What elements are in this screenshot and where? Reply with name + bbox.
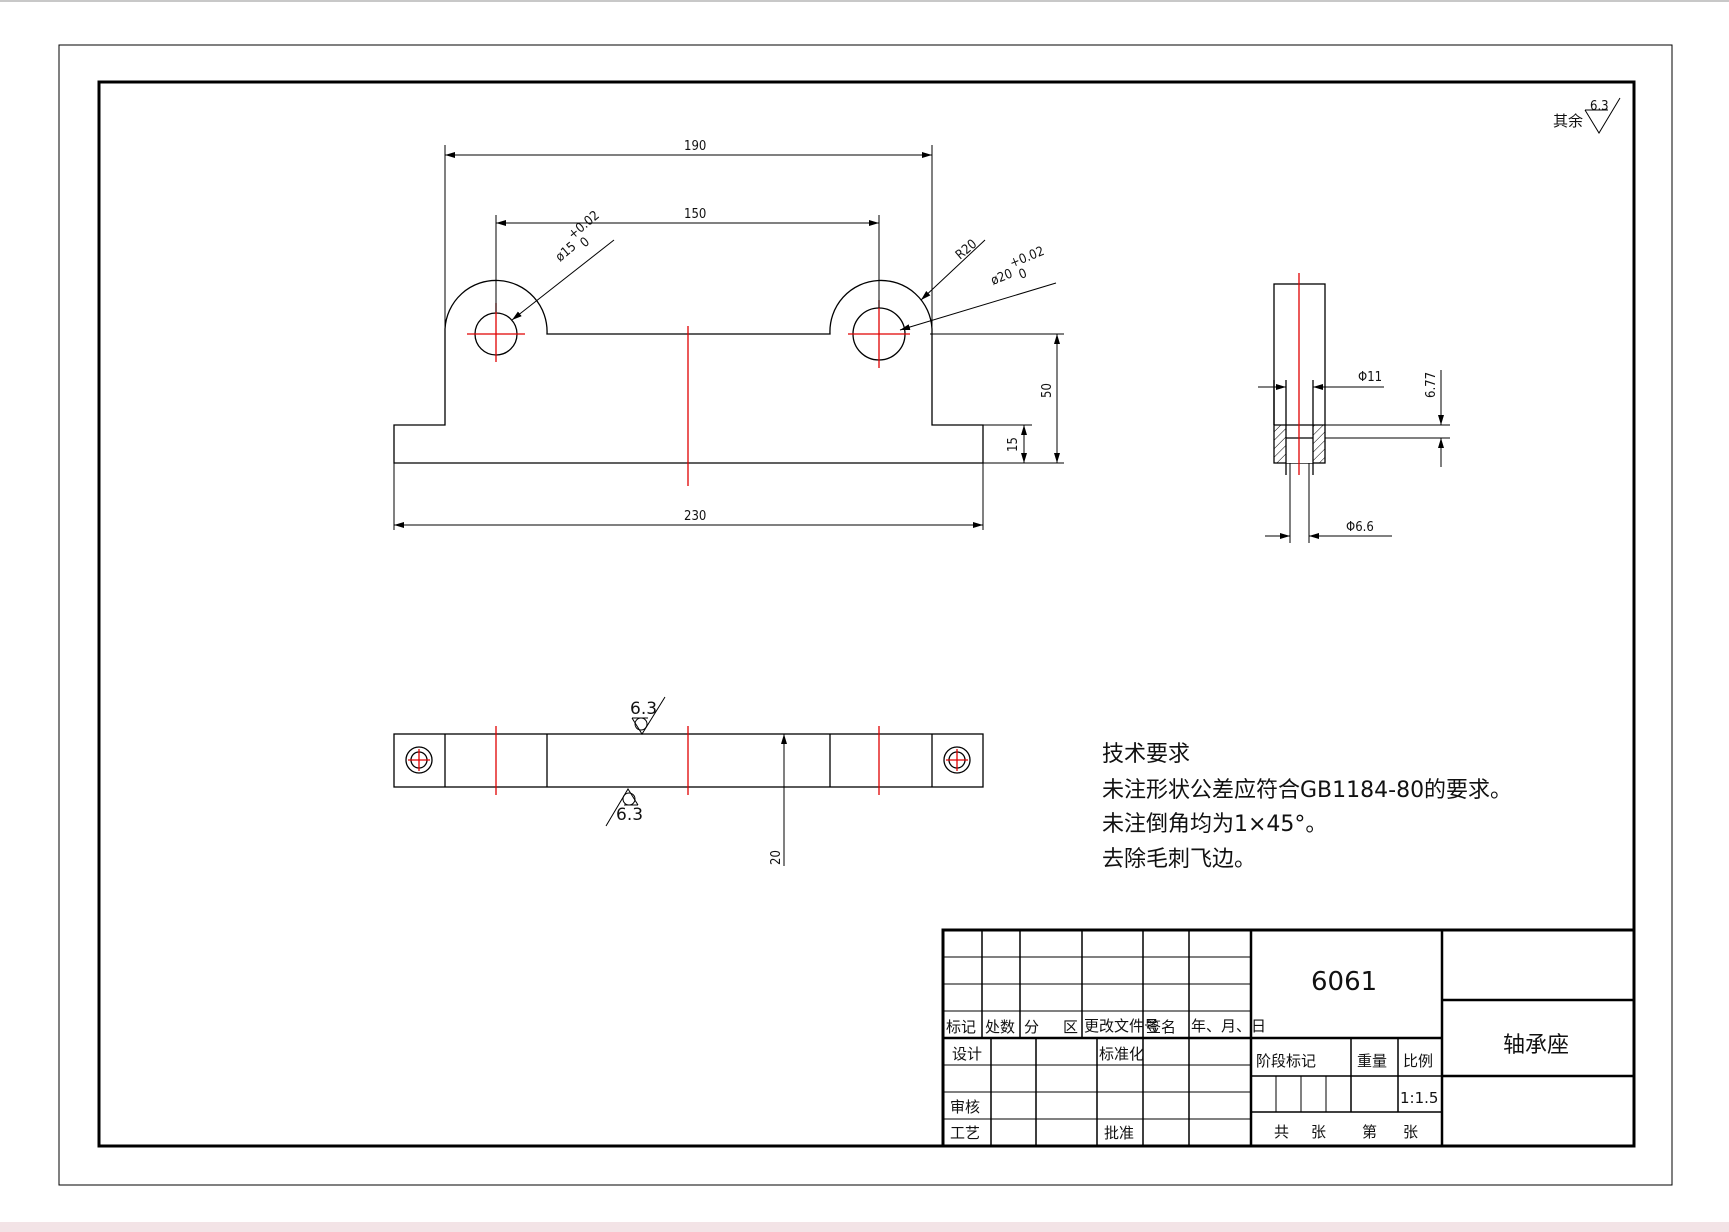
top-view-text: 6.3 6.3 20 [616, 699, 784, 865]
top-view-centerlines [408, 726, 968, 795]
roughness-top-value: 6.3 [630, 699, 657, 719]
window-bottom-strip [0, 1222, 1729, 1232]
dim-thickness: 20 [769, 850, 784, 865]
top-left-counterbore [405, 746, 433, 774]
dim-150: 150 [684, 207, 706, 222]
col-zone-a: 分 [1024, 1018, 1039, 1036]
side-view-dimensions [1258, 370, 1450, 543]
col-date: 年、月、日 [1191, 1017, 1266, 1035]
title-block-text: 6061 轴承座 标记 处数 分 区 更改文件号 签名 年、月、日 设计 标准化… [946, 967, 1569, 1142]
part-name: 轴承座 [1503, 1033, 1569, 1058]
tech-req-line-3: 去除毛刺飞边。 [1102, 847, 1256, 872]
tech-req-line-2: 未注倒角均为1×45°。 [1102, 812, 1327, 837]
row-standard: 标准化 [1099, 1045, 1144, 1063]
col-count: 处数 [985, 1018, 1015, 1036]
dim-through-hole: Φ6.6 [1346, 520, 1374, 535]
drawing-frame [97, 80, 1636, 1148]
front-view-centerlines [467, 300, 910, 486]
top-right-counterbore [943, 746, 971, 774]
dim-left-hole: ø15 [553, 239, 580, 265]
side-view-dimension-text: Φ11 6.77 Φ6.6 [1346, 370, 1439, 535]
top-view-roughness [605, 696, 787, 866]
dim-15: 15 [1006, 437, 1021, 452]
front-view-dimension-text: 190 150 ø15 +0.02 0 R20 ø20 +0.02 0 50 1… [553, 139, 1055, 524]
technical-requirements: 技术要求 未注形状公差应符合GB1184-80的要求。 未注倒角均为1×45°。… [1102, 742, 1512, 872]
sheet-outer-border [58, 44, 1673, 1186]
col-zone-b: 区 [1063, 1018, 1078, 1036]
tech-req-title: 技术要求 [1102, 742, 1190, 767]
roughness-bottom-value: 6.3 [616, 805, 643, 825]
dim-left-hole-tol-lower: 0 [578, 235, 593, 251]
row-approve: 批准 [1104, 1124, 1134, 1142]
dim-outer-radius: R20 [953, 237, 980, 263]
dim-right-hole: ø20 [989, 267, 1015, 289]
front-view-outline [393, 279, 984, 464]
row-review: 审核 [950, 1098, 980, 1116]
scale-label: 比例 [1403, 1052, 1433, 1070]
sheets-total-a: 共 [1274, 1123, 1289, 1141]
title-block [941, 928, 1636, 1148]
roughness-other-value: 6.3 [1590, 99, 1609, 114]
dim-50: 50 [1040, 383, 1055, 398]
sheets-total-b: 张 [1311, 1123, 1326, 1141]
sheet-no-a: 第 [1362, 1123, 1377, 1141]
dim-190: 190 [684, 139, 706, 154]
dim-230: 230 [684, 509, 706, 524]
col-mark: 标记 [946, 1018, 976, 1036]
dim-right-hole-tol-upper: +0.02 [1008, 244, 1047, 271]
dim-right-hole-tol-lower: 0 [1017, 266, 1030, 283]
stage-mark: 阶段标记 [1256, 1052, 1316, 1070]
row-process: 工艺 [950, 1124, 980, 1142]
surface-roughness-other: 其余 6.3 [1553, 97, 1621, 134]
sheet-no-b: 张 [1403, 1123, 1418, 1141]
scale-value: 1:1.5 [1400, 1089, 1438, 1107]
roughness-other-label: 其余 [1553, 112, 1583, 130]
col-change-doc: 更改文件号 [1084, 1017, 1159, 1035]
col-signature: 签名 [1146, 1018, 1176, 1036]
tech-req-line-1: 未注形状公差应符合GB1184-80的要求。 [1102, 778, 1512, 803]
weight-label: 重量 [1357, 1052, 1387, 1070]
row-design: 设计 [952, 1045, 982, 1063]
material-value: 6061 [1311, 967, 1377, 997]
front-view-dimensions [393, 145, 1064, 530]
dim-counterbore-depth: 6.77 [1424, 372, 1439, 398]
dim-counterbore-diameter: Φ11 [1358, 370, 1382, 385]
